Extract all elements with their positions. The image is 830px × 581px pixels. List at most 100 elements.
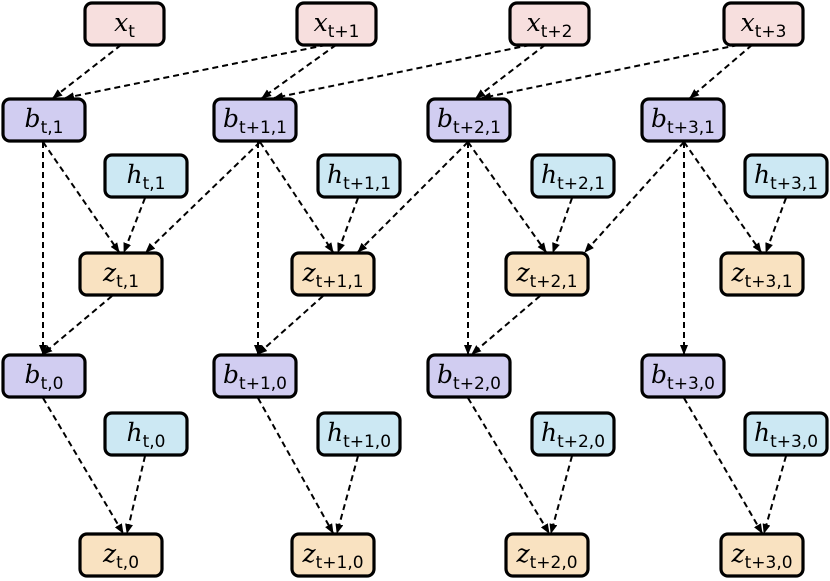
node-box xyxy=(1,97,87,143)
edge-x3-to-b3_1 xyxy=(689,44,753,99)
node-subscript: t+1,1 xyxy=(343,174,391,194)
node-symbol: z xyxy=(301,539,316,568)
edge-z0_1-to-b0_0 xyxy=(42,295,113,355)
node-label: xt+1 xyxy=(314,8,360,42)
edge-x2-to-b2_1 xyxy=(475,44,546,99)
node-z0_1: zt,1 xyxy=(78,251,164,297)
node-subscript: t+3,1 xyxy=(770,174,818,194)
node-box xyxy=(530,153,616,199)
node-subscript: t+1,1 xyxy=(316,272,364,292)
edge-b3_1-to-z2_1 xyxy=(584,141,685,253)
node-symbol: x xyxy=(527,8,541,37)
node-z1_0: zt+1,0 xyxy=(290,532,376,578)
edge-b1_1-to-z1_1 xyxy=(259,141,334,253)
node-symbol: z xyxy=(515,539,530,568)
node-subscript: t+2,1 xyxy=(557,174,605,194)
node-label: bt+1,0 xyxy=(223,360,287,394)
node-label: xt+2 xyxy=(527,8,573,42)
node-label: zt+1,0 xyxy=(301,539,363,573)
node-b1_0: bt+1,0 xyxy=(212,353,298,399)
node-box xyxy=(504,532,590,578)
node-symbol: h xyxy=(541,418,557,447)
node-subscript: t+2,0 xyxy=(453,374,501,394)
edge-x3-to-b2_1 xyxy=(481,44,739,101)
node-subscript: t+1,0 xyxy=(316,553,364,573)
node-subscript: t+2 xyxy=(541,22,573,42)
node-label: ht+1,0 xyxy=(327,418,391,452)
node-subscript: t,1 xyxy=(116,272,139,292)
edge-h1_0-to-z1_0 xyxy=(335,455,359,534)
edge-b2_0-to-z2_0 xyxy=(467,397,550,534)
node-subscript: t+2,0 xyxy=(557,432,605,452)
node-label: bt,1 xyxy=(25,104,64,138)
node-label: zt,0 xyxy=(102,539,139,573)
edge-b2_1-to-z2_1 xyxy=(467,141,547,253)
node-symbol: b xyxy=(25,104,41,133)
node-box xyxy=(78,251,164,297)
node-b3_1: bt+3,1 xyxy=(640,97,726,143)
node-symbol: h xyxy=(127,160,143,189)
node-subscript: t+2,0 xyxy=(530,553,578,573)
edge-b0_1-to-z0_1 xyxy=(42,141,120,253)
node-box xyxy=(290,251,376,297)
node-b1_1: bt+1,1 xyxy=(212,97,298,143)
edge-h3_0-to-z3_0 xyxy=(762,455,787,534)
node-h0_1: ht,1 xyxy=(103,153,189,199)
edges-layer xyxy=(39,44,787,534)
node-subscript: t xyxy=(128,22,135,42)
node-z0_0: zt,0 xyxy=(78,532,164,578)
node-label: ht+3,1 xyxy=(754,160,818,194)
node-box xyxy=(316,411,402,457)
node-symbol: h xyxy=(541,160,557,189)
node-symbol: b xyxy=(651,360,667,389)
node-label: ht+2,1 xyxy=(541,160,605,194)
node-label: zt+3,0 xyxy=(730,539,792,573)
node-b3_0: bt+3,0 xyxy=(640,353,726,399)
node-box xyxy=(504,251,590,297)
node-box xyxy=(508,1,591,47)
node-symbol: x xyxy=(114,8,128,37)
edge-h0_1-to-z0_1 xyxy=(123,197,146,253)
node-symbol: z xyxy=(730,258,745,287)
node-subscript: t+1,1 xyxy=(239,118,287,138)
node-subscript: t+3,0 xyxy=(770,432,818,452)
edge-h3_1-to-z3_1 xyxy=(765,197,787,253)
node-z2_0: zt+2,0 xyxy=(504,532,590,578)
node-symbol: x xyxy=(314,8,328,37)
node-symbol: z xyxy=(102,258,117,287)
node-label: zt+2,1 xyxy=(515,258,577,292)
node-label: xt xyxy=(114,8,135,42)
node-symbol: h xyxy=(327,418,343,447)
edge-h1_1-to-z1_1 xyxy=(337,197,359,253)
node-symbol: h xyxy=(327,160,343,189)
node-subscript: t,0 xyxy=(41,374,64,394)
node-symbol: z xyxy=(730,539,745,568)
node-box xyxy=(426,353,512,399)
edge-z2_1-to-b2_0 xyxy=(471,295,541,355)
node-h2_1: ht+2,1 xyxy=(530,153,616,199)
edge-h0_0-to-z0_0 xyxy=(125,455,146,534)
node-symbol: h xyxy=(127,418,143,447)
edge-b0_0-to-z0_0 xyxy=(42,397,124,534)
edge-b2_1-to-z1_1 xyxy=(357,141,469,253)
edge-b1_1-to-z0_1 xyxy=(145,141,261,253)
node-h1_0: ht+1,0 xyxy=(316,411,402,457)
node-label: ht+1,1 xyxy=(327,160,391,194)
node-label: bt+1,1 xyxy=(223,104,287,138)
node-subscript: t+2,1 xyxy=(530,272,578,292)
node-box xyxy=(212,353,298,399)
node-subscript: t+1,0 xyxy=(343,432,391,452)
node-label: zt+3,1 xyxy=(730,258,792,292)
node-symbol: x xyxy=(741,8,755,37)
node-label: zt+2,0 xyxy=(515,539,577,573)
node-subscript: t+2,1 xyxy=(453,118,501,138)
node-subscript: t+3,0 xyxy=(745,553,793,573)
node-box xyxy=(530,411,616,457)
node-box xyxy=(426,97,512,143)
node-z3_0: zt+3,0 xyxy=(719,532,805,578)
node-label: xt+3 xyxy=(741,8,787,42)
node-box xyxy=(78,532,164,578)
edge-x0-to-b0_1 xyxy=(52,44,122,99)
node-z2_1: zt+2,1 xyxy=(504,251,590,297)
node-z3_1: zt+3,1 xyxy=(719,251,805,297)
